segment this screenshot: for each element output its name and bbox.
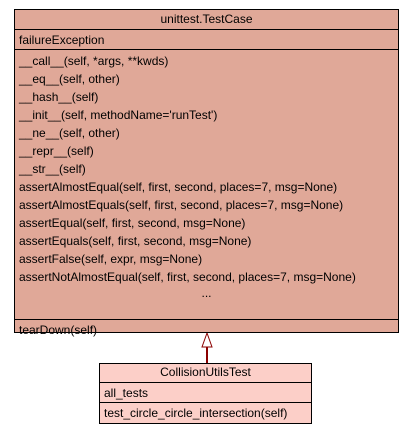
derived-class-attribute: all_tests <box>104 386 149 400</box>
base-class-methods: __call__(self, *args, **kwds) __eq__(sel… <box>15 49 398 319</box>
base-class-name: unittest.TestCase <box>160 12 253 26</box>
base-class-method: assertAlmostEqual(self, first, second, p… <box>19 180 338 194</box>
base-class-method: tearDown(self) <box>19 323 98 337</box>
derived-class-method: test_circle_circle_intersection(self) <box>104 406 288 420</box>
derived-class-box[interactable]: CollisionUtilsTest all_tests test_circle… <box>99 363 312 424</box>
base-class-method: assertEquals(self, first, second, msg=No… <box>19 234 252 248</box>
base-class-method: assertEqual(self, first, second, msg=Non… <box>19 216 246 230</box>
base-class-method: __eq__(self, other) <box>19 72 120 86</box>
base-class-ellipsis: ... <box>201 286 212 300</box>
base-class-method: __str__(self) <box>19 162 86 176</box>
base-class-attributes: failureException <box>15 29 398 49</box>
base-class-method: assertFalse(self, expr, msg=None) <box>19 252 203 266</box>
base-class-method: assertAlmostEquals(self, first, second, … <box>19 198 344 212</box>
base-class-method: __ne__(self, other) <box>19 126 120 140</box>
base-class-extra-methods: tearDown(self) <box>15 319 398 337</box>
base-class-attribute: failureException <box>19 33 105 47</box>
derived-class-name: CollisionUtilsTest <box>160 365 251 379</box>
base-class-box[interactable]: unittest.TestCase failureException __cal… <box>14 9 399 337</box>
base-class-method: assertNotAlmostEqual(self, first, second… <box>19 270 356 284</box>
base-class-method: __repr__(self) <box>19 144 94 158</box>
base-class-method: __init__(self, methodName='runTest') <box>19 108 218 122</box>
derived-class-methods: test_circle_circle_intersection(self) <box>100 402 311 423</box>
derived-class-attributes: all_tests <box>100 382 311 402</box>
base-class-method: __hash__(self) <box>19 90 99 104</box>
base-class-method: __call__(self, *args, **kwds) <box>19 54 169 68</box>
